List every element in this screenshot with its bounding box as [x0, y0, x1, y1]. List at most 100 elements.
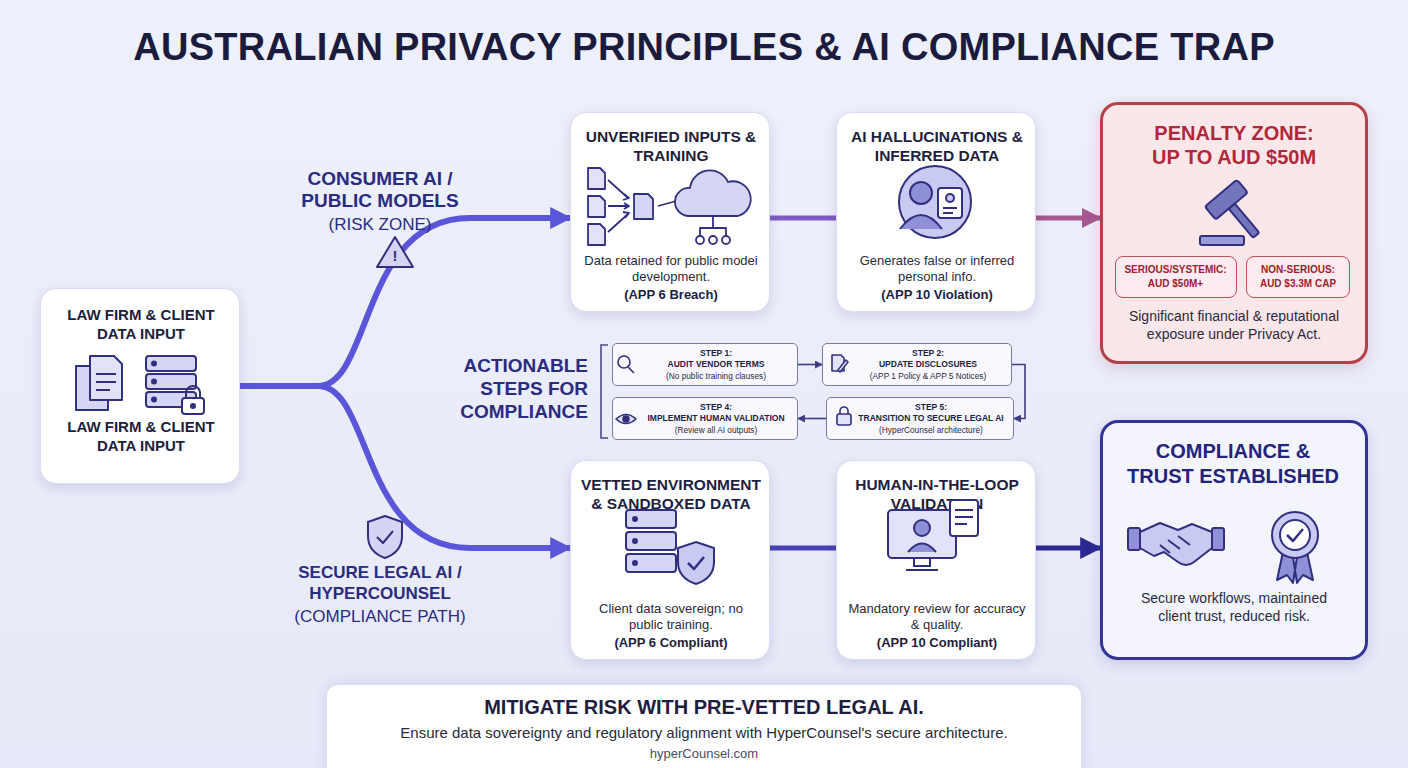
inferred-person-icon-part — [899, 166, 971, 238]
steps-bracket-part — [601, 345, 608, 438]
handshake-icon-part — [1128, 528, 1140, 550]
outcome-box: COMPLIANCE & TRUST ESTABLISHEDSecure wor… — [1100, 420, 1368, 660]
step-number: STEP 5: — [851, 401, 1011, 413]
training-cloud-icon-part — [700, 216, 726, 236]
inferred-person-icon-part — [943, 208, 957, 213]
secure-server-icon-part — [633, 539, 637, 543]
human-review-icon-part — [955, 510, 973, 524]
path-note: (COMPLIANCE PATH) — [272, 606, 488, 627]
penalty-tier-box: SERIOUS/SYSTEMIC: AUD $50M+ — [1115, 256, 1237, 298]
inferred-person-icon-part — [910, 182, 932, 204]
handshake-icon — [1128, 523, 1224, 565]
training-cloud-icon-part — [675, 170, 751, 216]
shield-icon-part — [377, 531, 393, 543]
training-cloud-icon-part — [608, 180, 628, 232]
inferred-person-icon-part — [938, 188, 962, 218]
step-icons-part — [623, 416, 629, 422]
box-heading: VETTED ENVIRONMENT & SANDBOXED DATA — [579, 475, 763, 513]
training-cloud-icon-part — [722, 236, 730, 244]
gavel-icon-part — [1205, 180, 1273, 249]
human-review-icon-part — [950, 500, 978, 536]
path-label: CONSUMER AI / PUBLIC MODELS — [290, 168, 470, 212]
step-icons-part — [616, 415, 636, 424]
human-review-icon — [888, 500, 978, 570]
box-body: Generates false or inferred personal inf… — [847, 253, 1027, 285]
training-cloud-icon-part — [623, 194, 629, 218]
step-title: TRANSITION TO SECURE LEGAL AI — [851, 412, 1011, 424]
process-box: AI HALLUCINATIONS & INFERRED DATA Generat… — [836, 112, 1036, 312]
handshake-icon-part — [1140, 523, 1212, 565]
warning-mark: ! — [385, 247, 405, 265]
inferred-person-icon-part — [946, 194, 954, 202]
server-lock-icon-part — [186, 386, 200, 398]
handshake-icon-part — [1160, 536, 1190, 553]
box-heading: LAW FIRM & CLIENT DATA INPUT — [51, 305, 231, 343]
step-icons-part — [838, 360, 848, 372]
server-lock-icon-part — [152, 362, 156, 366]
shield-icon-part — [368, 516, 402, 558]
steps-bracket — [601, 345, 608, 438]
badge-icon-part — [1280, 520, 1310, 550]
server-lock-icon-part — [152, 398, 156, 402]
box-body: Client data sovereign; no public trainin… — [581, 601, 761, 633]
server-lock-icon-part — [146, 356, 196, 371]
step-title: AUDIT VENDOR TERMS — [637, 358, 795, 370]
training-cloud-icon-part — [696, 236, 704, 244]
human-review-icon-part — [888, 510, 956, 558]
step-icons — [616, 355, 851, 425]
secure-server-icon-part — [626, 532, 676, 550]
app-reference: (APP 6 Compliant) — [581, 635, 761, 651]
training-cloud-icon — [588, 168, 751, 245]
process-box: VETTED ENVIRONMENT & SANDBOXED DATA Clien… — [570, 460, 770, 660]
server-lock-icon-part — [191, 404, 195, 408]
warning-icon-part — [377, 237, 413, 267]
training-cloud-icon-part — [588, 196, 605, 217]
secure-server-icon-part — [688, 557, 704, 569]
step-box: STEP 5:TRANSITION TO SECURE LEGAL AI(Hyp… — [826, 397, 1014, 440]
training-cloud-icon-part — [658, 200, 680, 206]
gavel-icon-part-part — [1205, 180, 1248, 220]
step-arrow — [798, 418, 826, 420]
website-link: hyperCounsel.com — [337, 745, 1071, 762]
box-body: Significant financial & reputational exp… — [1117, 307, 1351, 343]
flow-arrow — [1036, 546, 1100, 551]
step-icons-part — [628, 367, 634, 373]
box-body: Secure workflows, maintained client trus… — [1127, 589, 1341, 625]
step-note: (No public training clauses) — [637, 370, 795, 382]
document-icon-part — [76, 366, 108, 410]
app-reference: (APP 10 Compliant) — [847, 635, 1027, 651]
gavel-icon-part-part — [1229, 204, 1260, 238]
step-note: (HyperCounsel architecture) — [851, 424, 1011, 436]
step-box: STEP 2:UPDATE DISCLOSURES(APP 1 Policy &… — [822, 343, 1012, 386]
secure-server-icon — [626, 510, 714, 584]
training-cloud-icon-part — [709, 236, 717, 244]
badge-icon-part — [1277, 552, 1313, 583]
server-lock-icon-part — [146, 392, 196, 407]
step-icons-part — [837, 414, 851, 425]
box-body: Data retained for public modei developme… — [581, 253, 761, 285]
section-label: ACTIONABLE STEPS FOR COMPLIANCE — [432, 354, 588, 423]
document-icon-part — [96, 374, 116, 390]
box-heading: AI HALLUCINATIONS & INFERRED DATA — [845, 127, 1029, 165]
step-number: STEP 2: — [847, 347, 1009, 359]
box-heading: HUMAN-IN-THE-LOOP VALIDATION — [845, 475, 1029, 513]
server-lock-icon-part — [152, 380, 156, 384]
step-arrow — [798, 364, 822, 366]
box-heading: UNVERIFIED INPUTS & TRAINING — [579, 127, 763, 165]
step-note: (Review all AI outputs) — [637, 424, 795, 436]
human-review-icon-part — [914, 520, 930, 536]
handshake-icon-part — [1212, 528, 1224, 550]
flow-line — [770, 546, 836, 551]
document-icon-part — [90, 356, 122, 400]
diagram-title: AUSTRALIAN PRIVACY PRINCIPLES & AI COMPL… — [0, 24, 1408, 70]
step-note: (APP 1 Policy & APP 5 Notices) — [847, 370, 1009, 382]
penalty-tier: SERIOUS/SYSTEMIC: AUD $50M+ — [1118, 263, 1233, 291]
badge-icon-part — [1287, 529, 1303, 541]
document-icon — [76, 356, 122, 410]
penalty-heading: PENALTY ZONE: UP TO AUD $50M — [1144, 121, 1324, 169]
badge-icon-part — [1272, 512, 1318, 558]
secure-server-icon-part — [678, 542, 714, 584]
penalty-tier: NON-SERIOUS: AUD $3.3M CAP — [1251, 263, 1345, 291]
